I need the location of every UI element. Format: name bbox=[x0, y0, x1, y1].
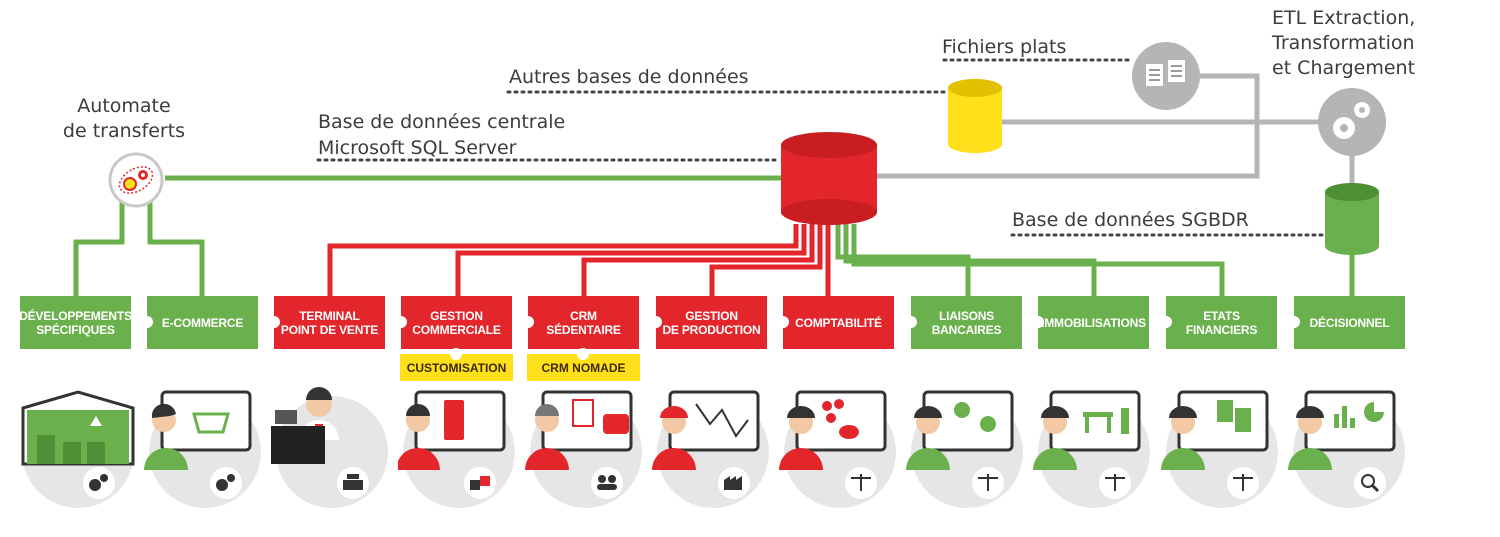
central-db-label-line2: Microsoft SQL Server bbox=[318, 137, 517, 159]
module-label-line1: Liaisons bbox=[938, 308, 995, 323]
automate-label-line1: Automate bbox=[77, 95, 171, 117]
gears-icon bbox=[1318, 88, 1386, 156]
etl-label-line3: et Chargement bbox=[1272, 57, 1416, 79]
module-liaisons-bancaires[interactable]: Liaisonsbancaires bbox=[905, 296, 1022, 349]
module-developpements[interactable]: Développementsspécifiques bbox=[19, 296, 132, 349]
magnifier-icon bbox=[1354, 467, 1386, 499]
gray-links bbox=[876, 73, 1355, 184]
scene-immobilisations bbox=[1033, 380, 1155, 510]
scene-production bbox=[652, 380, 774, 510]
puzzle-tab bbox=[395, 316, 407, 328]
module-label-line1: CRM bbox=[570, 308, 597, 323]
scene-crm bbox=[525, 380, 647, 510]
module-label-line2: point de vente bbox=[280, 322, 379, 337]
gears-icon bbox=[83, 467, 115, 499]
module-gestion-commerciale[interactable]: Gestioncommerciale bbox=[395, 296, 512, 349]
scene-terminal bbox=[271, 380, 393, 510]
puzzle-tab bbox=[1160, 316, 1172, 328]
scales-icon bbox=[1099, 467, 1131, 499]
other-db-label: Autres bases de données bbox=[509, 66, 749, 88]
scene-developpements bbox=[17, 380, 139, 510]
central-db-label-line1: Base de données centrale bbox=[318, 111, 566, 133]
gears-icon bbox=[210, 467, 242, 499]
module-immobilisations[interactable]: Immobilisations bbox=[1032, 296, 1149, 349]
module-decisionnel[interactable]: Décisionnel bbox=[1288, 296, 1405, 349]
module-crm-sedentaire[interactable]: CRMsédentaire bbox=[522, 296, 639, 349]
module-label-line1: Comptabilité bbox=[795, 315, 882, 330]
puzzle-tab bbox=[1288, 316, 1300, 328]
scene-decisionnel bbox=[1288, 380, 1410, 510]
sgbdr-label: Base de données SGBDR bbox=[1012, 209, 1249, 231]
puzzle-tab bbox=[522, 316, 534, 328]
addon-label: CRM NOMADE bbox=[541, 360, 626, 375]
addon-crm-nomade[interactable]: CRM NOMADE bbox=[527, 348, 640, 381]
module-label-line1: Gestion bbox=[685, 308, 738, 323]
cash-register-icon bbox=[337, 467, 369, 499]
puzzle-tab bbox=[905, 316, 917, 328]
module-etats-financiers[interactable]: Etatsfinanciers bbox=[1160, 296, 1277, 349]
database-yellow-icon bbox=[948, 79, 1002, 153]
etl-label-line1: ETL Extraction, bbox=[1272, 7, 1416, 29]
module-comptabilite[interactable]: Comptabilité bbox=[777, 296, 894, 349]
puzzle-tab bbox=[577, 348, 589, 360]
people-icon bbox=[591, 467, 623, 499]
dotted-leaders bbox=[316, 58, 1324, 237]
cubes-icon bbox=[464, 467, 496, 499]
puzzle-tab bbox=[141, 316, 153, 328]
module-ecommerce[interactable]: E-commerce bbox=[141, 296, 258, 349]
addon-label: CUSTOMISATION bbox=[406, 360, 507, 375]
scene-ecommerce bbox=[144, 380, 266, 510]
database-red-icon bbox=[781, 132, 877, 225]
database-green-icon bbox=[1325, 183, 1379, 255]
red-links bbox=[327, 224, 831, 296]
scales-icon bbox=[1227, 467, 1259, 499]
flat-files-label: Fichiers plats bbox=[942, 36, 1067, 58]
etl-label: ETL Extraction, Transformation et Charge… bbox=[1272, 6, 1415, 81]
module-label-line2: financiers bbox=[1185, 322, 1258, 337]
scales-icon bbox=[972, 467, 1004, 499]
module-label-line2: spécifiques bbox=[36, 322, 115, 337]
module-label-line1: Développements bbox=[19, 308, 132, 323]
automate-gears-icon bbox=[108, 152, 164, 208]
puzzle-tab bbox=[1032, 316, 1044, 328]
module-label-line2: de production bbox=[662, 322, 761, 337]
puzzle-tab bbox=[268, 316, 280, 328]
scene-etats-financiers bbox=[1161, 380, 1283, 510]
module-label-line1: Décisionnel bbox=[1309, 315, 1390, 330]
documents-icon bbox=[1132, 42, 1200, 110]
module-label-line1: Gestion bbox=[430, 308, 483, 323]
scene-comptabilite bbox=[779, 380, 901, 510]
central-db-label: Base de données centrale Microsoft SQL S… bbox=[318, 109, 565, 161]
green-links bbox=[73, 175, 1355, 296]
puzzle-tab bbox=[650, 316, 662, 328]
module-gestion-production[interactable]: Gestionde production bbox=[650, 296, 767, 349]
automate-label: Automate de transferts bbox=[60, 94, 188, 144]
module-label-line1: Terminal bbox=[299, 308, 360, 323]
puzzle-tab bbox=[777, 316, 789, 328]
scene-gestion-commerciale bbox=[398, 380, 520, 510]
module-label-line2: bancaires bbox=[931, 322, 1002, 337]
module-label-line2: sédentaire bbox=[546, 322, 621, 337]
scene-liaisons-bancaires bbox=[906, 380, 1028, 510]
automate-label-line2: de transferts bbox=[62, 120, 186, 142]
module-label-line1: E-commerce bbox=[161, 315, 244, 330]
puzzle-tab bbox=[450, 348, 462, 360]
etl-label-line2: Transformation bbox=[1272, 32, 1415, 54]
module-label-line1: Etats bbox=[1203, 308, 1240, 323]
module-terminal[interactable]: Terminalpoint de vente bbox=[268, 296, 385, 349]
scales-icon bbox=[845, 467, 877, 499]
module-label-line1: Immobilisations bbox=[1041, 315, 1146, 330]
addon-customisation[interactable]: CUSTOMISATION bbox=[400, 348, 513, 381]
module-label-line2: commerciale bbox=[412, 322, 501, 337]
factory-icon bbox=[718, 467, 750, 499]
